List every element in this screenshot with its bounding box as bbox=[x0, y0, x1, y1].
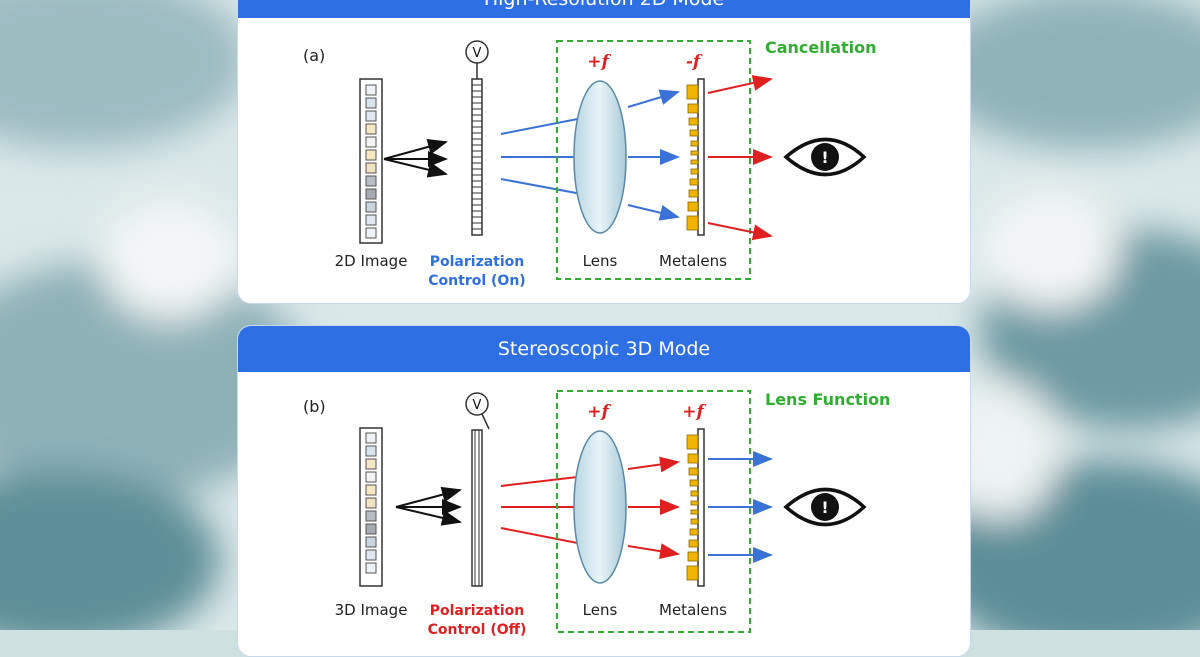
effect-label: Lens Function bbox=[765, 390, 890, 409]
lens-focal-label: +f bbox=[587, 402, 611, 422]
diagram-3d-mode: (b) V bbox=[303, 390, 890, 638]
effect-label: Cancellation bbox=[765, 38, 877, 57]
lens-label: Lens bbox=[583, 601, 618, 619]
lens-shape bbox=[573, 80, 627, 234]
metalens-focal-label: -f bbox=[686, 52, 703, 72]
polarization-control-plain bbox=[471, 429, 483, 587]
voltage-label: V bbox=[473, 46, 482, 61]
divergent-arrows bbox=[395, 486, 462, 526]
panel-a-tag: (a) bbox=[303, 46, 325, 65]
lens-focal-label: +f bbox=[587, 52, 611, 72]
metalens-label: Metalens bbox=[659, 601, 727, 619]
eye-symbol: ! bbox=[821, 148, 828, 167]
polarization-label-line1: Polarization bbox=[430, 603, 525, 619]
image-label: 2D Image bbox=[335, 252, 408, 270]
eye-icon bbox=[783, 487, 867, 527]
lens-label: Lens bbox=[583, 252, 618, 270]
output-rays bbox=[708, 451, 773, 563]
panel-b-tag: (b) bbox=[303, 397, 326, 416]
voltage-icon bbox=[465, 392, 490, 430]
diagram-2d-mode: (a) V bbox=[303, 38, 877, 289]
panel-3d-mode: Stereoscopic 3D Mode (b) bbox=[237, 325, 971, 657]
optics-dashed-frame bbox=[556, 40, 751, 280]
voltage-icon bbox=[465, 40, 489, 79]
polarization-label-line2: Control (Off) bbox=[428, 622, 527, 638]
metalens-label: Metalens bbox=[659, 252, 727, 270]
metalens-focal-label: +f bbox=[682, 402, 706, 422]
rays-to-metalens bbox=[627, 456, 680, 560]
polarization-label-line1: Polarization bbox=[430, 254, 525, 270]
panel-2d-mode: High-Resolution 2D Mode (a) bbox=[237, 0, 971, 304]
eye-symbol: ! bbox=[821, 498, 828, 517]
image-pixel-column bbox=[359, 427, 383, 587]
output-rays bbox=[707, 75, 773, 241]
lens-shape bbox=[573, 430, 627, 584]
voltage-label: V bbox=[473, 398, 482, 413]
panel-b-header: Stereoscopic 3D Mode bbox=[238, 326, 970, 372]
rays-to-metalens bbox=[627, 89, 680, 221]
panel-a-header: High-Resolution 2D Mode bbox=[238, 0, 970, 18]
image-pixel-column bbox=[359, 78, 383, 244]
image-label: 3D Image bbox=[335, 601, 408, 619]
polarization-label-line2: Control (On) bbox=[428, 273, 525, 289]
divergent-arrows bbox=[383, 139, 448, 178]
eye-icon bbox=[783, 137, 867, 177]
polarization-control-striped bbox=[471, 78, 483, 236]
metalens-shape bbox=[686, 78, 705, 236]
metalens-shape bbox=[686, 428, 705, 587]
